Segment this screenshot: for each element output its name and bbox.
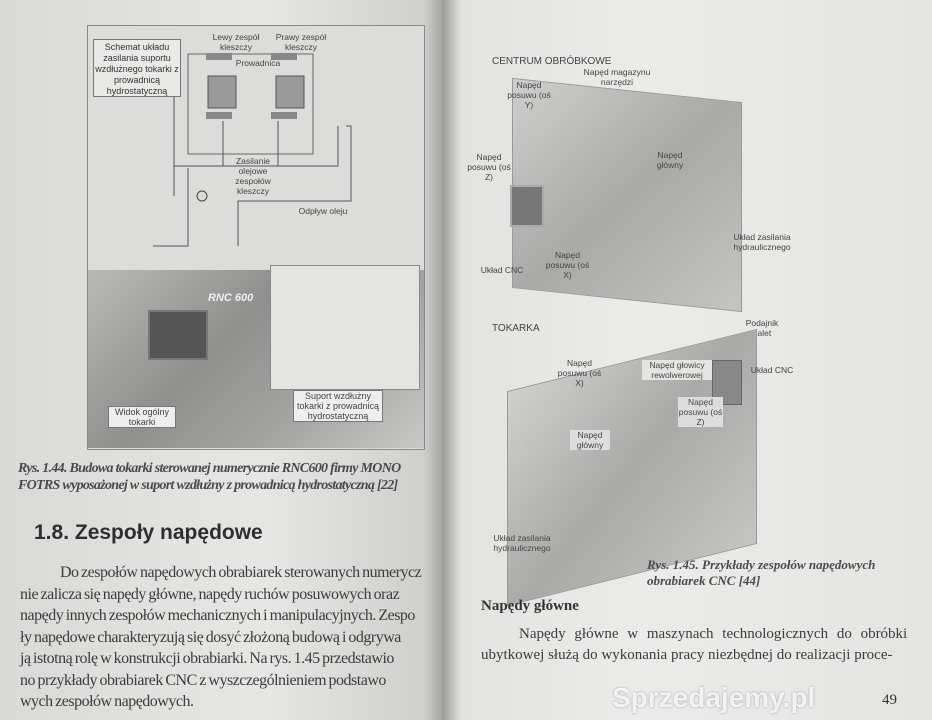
text-line: ły napędowe charakteryzują się dosyć zło…	[20, 628, 401, 646]
caption-line: obrabiarek CNC [44]	[647, 573, 761, 588]
machining-center-title: CENTRUM OBRÓBKOWE	[492, 56, 612, 67]
label-carriage: Suport wzdłużny tokarki z prowadnicą hyd…	[293, 390, 383, 422]
label-left-clamp: Lewy zespół kleszczy	[212, 32, 260, 52]
label-right-clamp: Prawy zespół kleszczy	[275, 32, 327, 52]
label-cnc: Układ CNC	[480, 265, 524, 275]
label-pallet-feeder: Podajnik palet	[745, 318, 779, 338]
left-page: Schemat układu zasilania suportu wzdłużn…	[0, 0, 442, 720]
caption-line: Rys. 1.44. Budowa tokarki sterowanej num…	[18, 461, 401, 476]
label-hydraulic: Układ zasilania hydraulicznego	[733, 232, 791, 252]
lathe-title: TOKARKA	[492, 323, 540, 334]
figure-1-45-caption: Rys. 1.45. Przykłady zespołów napędowych…	[647, 557, 875, 589]
machining-center-cnc-panel	[510, 185, 544, 227]
text-line: Napędy główne w maszynach technologiczny…	[519, 626, 908, 642]
paragraph: Napędy główne w maszynach technologiczny…	[481, 624, 908, 666]
page-number: 49	[882, 692, 897, 708]
right-clamp-block	[275, 75, 305, 109]
text-line: ubytkowej służą do wykonania pracy niezb…	[481, 647, 893, 663]
label-lathe-feed-x: Napęd posuwu (oś X)	[557, 358, 602, 388]
caption-line: Rys. 1.45. Przykłady zespołów napędowych	[647, 557, 876, 572]
subheading: Napędy główne	[481, 598, 579, 614]
text-line: Do zespołów napędowych obrabiarek sterow…	[60, 564, 422, 581]
carriage-inset	[270, 265, 420, 390]
text-line: nie zalicza się napędy główne, napędy ru…	[20, 585, 400, 603]
lathe-photo: RNC 600 Widok ogólny tokarki Suport wzdł…	[88, 265, 424, 448]
label-oil-drain: Odpływ oleju	[298, 206, 348, 216]
cnc-screen	[148, 310, 208, 360]
label-main-drive: Napęd główny	[656, 150, 684, 170]
section-paragraph: Do zespołów napędowych obrabiarek sterow…	[20, 562, 422, 713]
caption-line: FOTRS wyposażonej w suport wzdłużny z pr…	[18, 478, 398, 493]
schematic-title: Schemat układu zasilania suportu wzdłużn…	[93, 39, 181, 97]
label-lathe-hydraulic: Układ zasilania hydraulicznego	[493, 533, 551, 553]
label-feed-z: Napęd posuwu (oś Z)	[467, 152, 511, 182]
text-line: no przykłady obrabiarek CNC z wyszczegól…	[20, 671, 386, 689]
text-line: wych zespołów napędowych.	[20, 693, 194, 710]
text-line: napędy innych zespołów mechanicznych i m…	[20, 607, 415, 624]
label-lathe-feed-z: Napęd posuwu (oś Z)	[678, 397, 723, 427]
label-general-view: Widok ogólny tokarki	[108, 406, 176, 428]
label-lathe-main-drive: Napęd główny	[570, 430, 610, 450]
section-heading: 1.8. Zespoły napędowe	[34, 521, 263, 544]
label-turret-drive: Napęd głowicy rewolwerowej	[642, 360, 712, 380]
figure-1-45: CENTRUM OBRÓBKOWE Napęd magazynu narzędz…	[442, 0, 932, 720]
hydraulic-schematic	[153, 46, 352, 247]
left-clamp-block	[207, 75, 237, 109]
machine-logo: RNC 600	[208, 292, 254, 304]
label-feed-x: Napęd posuwu (oś X)	[545, 250, 590, 280]
watermark: Sprzedajemy.pl	[612, 682, 816, 713]
label-tool-magazine-drive: Napęd magazynu narzędzi	[583, 67, 651, 87]
label-guide: Prowadnica	[235, 58, 281, 68]
text-line: ją istotną rolę w konstrukcji obrabiarki…	[20, 650, 394, 667]
label-feed-y: Napęd posuwu (oś Y)	[507, 80, 551, 110]
label-lathe-cnc: Układ CNC	[750, 365, 794, 375]
right-page: CENTRUM OBRÓBKOWE Napęd magazynu narzędz…	[442, 0, 932, 720]
label-oil-supply: Zasilanie olejowe zespołów kleszczy	[235, 156, 271, 196]
figure-1-44-caption: Rys. 1.44. Budowa tokarki sterowanej num…	[18, 460, 401, 494]
